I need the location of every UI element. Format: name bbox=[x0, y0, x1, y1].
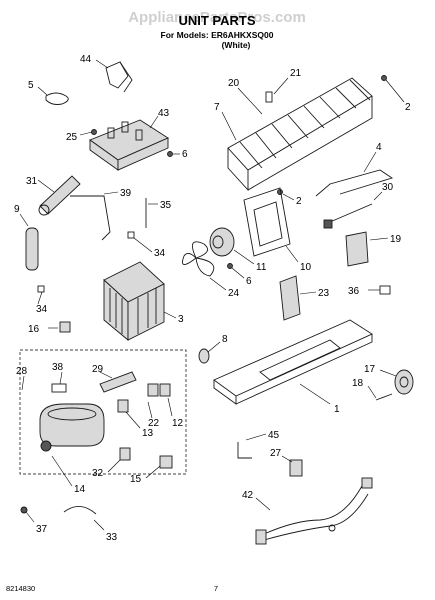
callout-38: 38 bbox=[52, 362, 64, 373]
callout-16: 16 bbox=[28, 324, 40, 335]
part-16-clip[interactable] bbox=[48, 321, 71, 333]
callout-31: 31 bbox=[26, 176, 38, 187]
part-19-block[interactable] bbox=[345, 231, 389, 267]
callout-18: 18 bbox=[352, 378, 364, 389]
callout-28: 28 bbox=[16, 366, 28, 377]
callout-1: 1 bbox=[334, 404, 340, 415]
callout-15: 15 bbox=[130, 474, 142, 485]
callout-7: 7 bbox=[214, 102, 220, 113]
callout-35: 35 bbox=[160, 200, 172, 211]
part-24-fan-blade[interactable] bbox=[182, 241, 227, 291]
part-8-grommet[interactable] bbox=[198, 341, 221, 364]
callout-9: 9 bbox=[14, 204, 20, 215]
part-27-switch[interactable] bbox=[281, 455, 303, 477]
callout-2a: 2 bbox=[405, 102, 411, 113]
part-18-bolt[interactable] bbox=[367, 385, 393, 401]
part-33-wire[interactable] bbox=[63, 506, 105, 531]
part-5-wire[interactable] bbox=[37, 86, 69, 105]
part-32-block[interactable] bbox=[107, 447, 131, 473]
callout-13: 13 bbox=[142, 428, 154, 439]
part-44-clip[interactable] bbox=[95, 59, 133, 93]
callout-19: 19 bbox=[390, 234, 402, 245]
part-6-screw-a[interactable] bbox=[167, 151, 181, 157]
callout-3: 3 bbox=[178, 314, 184, 325]
part-25-screw[interactable] bbox=[79, 129, 97, 136]
part-42-wire-harness[interactable] bbox=[255, 477, 373, 545]
footer-part-number: 8214830 bbox=[6, 584, 35, 593]
color-line: (White) bbox=[222, 40, 251, 50]
callout-17: 17 bbox=[364, 364, 376, 375]
diagram-title: UNIT PARTS bbox=[178, 13, 255, 28]
part-29-relay[interactable] bbox=[99, 371, 137, 393]
callout-45: 45 bbox=[268, 430, 280, 441]
part-22-block[interactable] bbox=[147, 383, 159, 419]
part-6-screw-b[interactable] bbox=[227, 263, 245, 279]
part-43-control-housing[interactable] bbox=[89, 115, 169, 171]
callout-23: 23 bbox=[318, 288, 330, 299]
part-39-tube[interactable] bbox=[70, 191, 119, 241]
callout-12: 12 bbox=[172, 418, 184, 429]
part-12-block[interactable] bbox=[159, 383, 173, 417]
part-45-bracket[interactable] bbox=[237, 433, 267, 459]
part-14-compressor[interactable] bbox=[39, 403, 105, 487]
callout-25: 25 bbox=[66, 132, 78, 143]
callout-42: 42 bbox=[242, 490, 254, 501]
callout-34a: 34 bbox=[154, 248, 166, 259]
footer-page-number: 7 bbox=[214, 584, 218, 593]
part-1-base-pan[interactable] bbox=[213, 319, 373, 405]
part-28-compressor-assembly[interactable] bbox=[21, 375, 25, 391]
callout-14: 14 bbox=[74, 484, 86, 495]
part-38-connector[interactable] bbox=[51, 371, 67, 393]
callout-29: 29 bbox=[92, 364, 104, 375]
part-37-bolt[interactable] bbox=[20, 506, 35, 523]
part-34-clip-b[interactable] bbox=[37, 285, 45, 305]
callout-39: 39 bbox=[120, 188, 132, 199]
part-35-rod[interactable] bbox=[145, 198, 158, 228]
part-21-clamp[interactable] bbox=[265, 77, 289, 103]
part-13-overload[interactable] bbox=[117, 399, 141, 429]
part-4-tube[interactable] bbox=[315, 151, 394, 197]
compressor-group-box bbox=[19, 349, 187, 475]
callout-36: 36 bbox=[348, 286, 360, 297]
part-2-screw-a[interactable] bbox=[381, 75, 405, 103]
callout-44: 44 bbox=[80, 54, 92, 65]
callout-2b: 2 bbox=[296, 196, 302, 207]
callout-43: 43 bbox=[158, 108, 170, 119]
callout-37: 37 bbox=[36, 524, 48, 535]
callout-8: 8 bbox=[222, 334, 228, 345]
part-2-screw-b[interactable] bbox=[277, 189, 295, 201]
callout-33: 33 bbox=[106, 532, 118, 543]
callout-30: 30 bbox=[382, 182, 394, 193]
part-36-clip[interactable] bbox=[368, 285, 391, 295]
part-15-block[interactable] bbox=[145, 455, 173, 479]
callout-21: 21 bbox=[290, 68, 302, 79]
part-31-cylinder[interactable] bbox=[37, 175, 81, 216]
part-3-block[interactable] bbox=[103, 261, 177, 341]
callout-34b: 34 bbox=[36, 304, 48, 315]
callout-6b: 6 bbox=[246, 276, 252, 287]
callout-11: 11 bbox=[256, 262, 267, 273]
callout-20: 20 bbox=[228, 78, 240, 89]
watermark: AppliancePartsPros.com bbox=[128, 9, 306, 26]
callout-27: 27 bbox=[270, 448, 282, 459]
part-23-pad[interactable] bbox=[279, 275, 317, 321]
callout-32: 32 bbox=[92, 468, 104, 479]
part-7-condenser[interactable] bbox=[221, 77, 373, 192]
part-11-motor[interactable] bbox=[209, 227, 255, 265]
part-9-cylinder[interactable] bbox=[19, 213, 39, 271]
part-34-clip-a[interactable] bbox=[127, 231, 153, 253]
callout-4: 4 bbox=[376, 142, 382, 153]
callout-5: 5 bbox=[28, 80, 34, 91]
part-17-wheel[interactable] bbox=[379, 369, 414, 395]
callout-6a: 6 bbox=[182, 149, 188, 160]
models-line: For Models: ER6AHKXSQ00 bbox=[161, 30, 274, 40]
part-30-sensor[interactable] bbox=[323, 191, 383, 229]
callout-22: 22 bbox=[148, 418, 160, 429]
part-20-tube[interactable] bbox=[237, 87, 263, 115]
part-10-shroud[interactable] bbox=[243, 187, 299, 263]
callout-24: 24 bbox=[228, 288, 240, 299]
callout-10: 10 bbox=[300, 262, 312, 273]
